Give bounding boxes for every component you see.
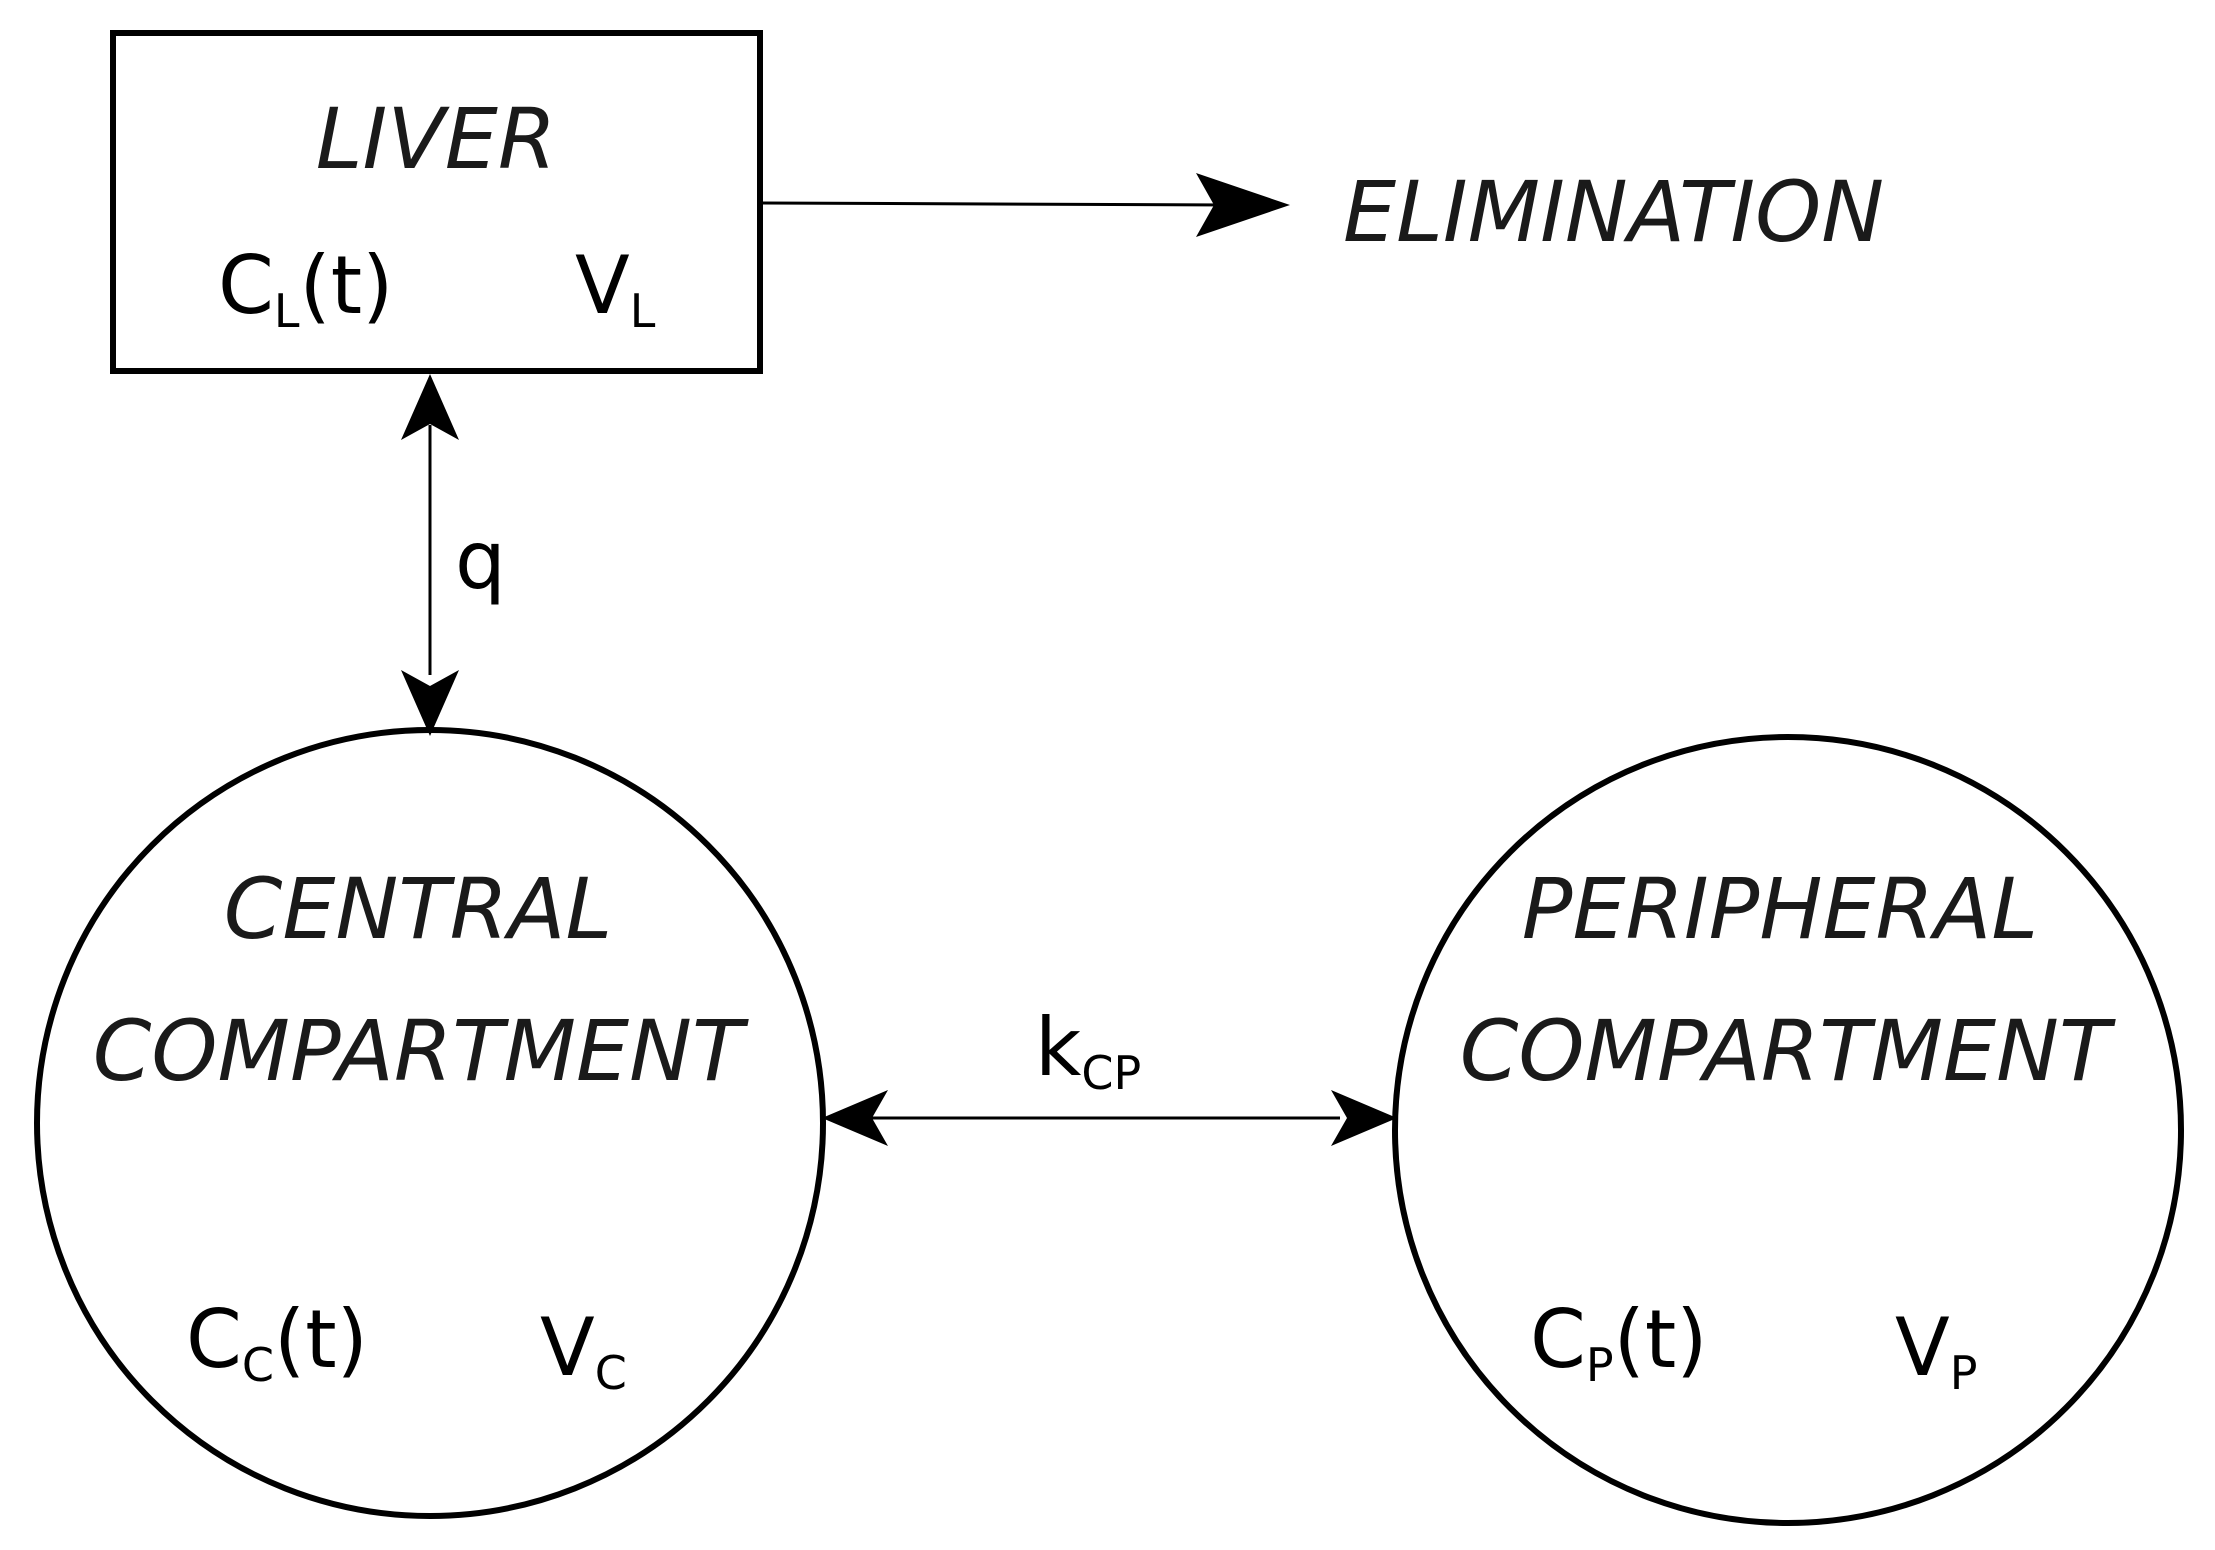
central-peripheral-arrow <box>822 1090 1397 1146</box>
central-compartment-title-line2: COMPARTMENT <box>93 1002 749 1100</box>
liver-title: LIVER <box>316 90 556 188</box>
central-compartment-title-line1: CENTRAL <box>224 860 613 958</box>
central-volume: VC <box>540 1301 627 1400</box>
central-peripheral-arrow-head-left <box>822 1090 888 1146</box>
peripheral-concentration: CP(t) <box>1530 1293 1707 1392</box>
flow-q-label: q <box>455 514 506 607</box>
exchange-kcp-label: kCP <box>1035 1001 1141 1100</box>
liver-box <box>110 30 763 374</box>
elimination-arrow-line <box>759 201 1231 207</box>
liver-central-arrow-head-down <box>401 670 459 736</box>
elimination-arrow <box>759 173 1290 237</box>
elimination-arrow-head <box>1196 173 1290 237</box>
peripheral-compartment-circle <box>1392 734 2184 1526</box>
liver-concentration: CL(t) <box>218 239 393 338</box>
central-compartment-node: CENTRAL COMPARTMENT CC(t) VC <box>34 727 826 1519</box>
peripheral-compartment-node: PERIPHERAL COMPARTMENT CP(t) VP <box>1392 734 2184 1526</box>
liver-central-arrow <box>401 374 459 736</box>
peripheral-compartment-title-line1: PERIPHERAL <box>1522 860 2038 958</box>
elimination-label: ELIMINATION <box>1343 163 1884 261</box>
liver-node: LIVER CL(t) VL <box>110 30 763 374</box>
peripheral-volume: VP <box>1895 1301 1977 1400</box>
central-peripheral-arrow-head-right <box>1331 1090 1397 1146</box>
liver-volume: VL <box>575 239 656 338</box>
liver-central-arrow-head-up <box>401 374 459 440</box>
central-concentration: CC(t) <box>186 1293 368 1392</box>
central-compartment-circle <box>34 727 826 1519</box>
peripheral-compartment-title-line2: COMPARTMENT <box>1460 1002 2116 1100</box>
